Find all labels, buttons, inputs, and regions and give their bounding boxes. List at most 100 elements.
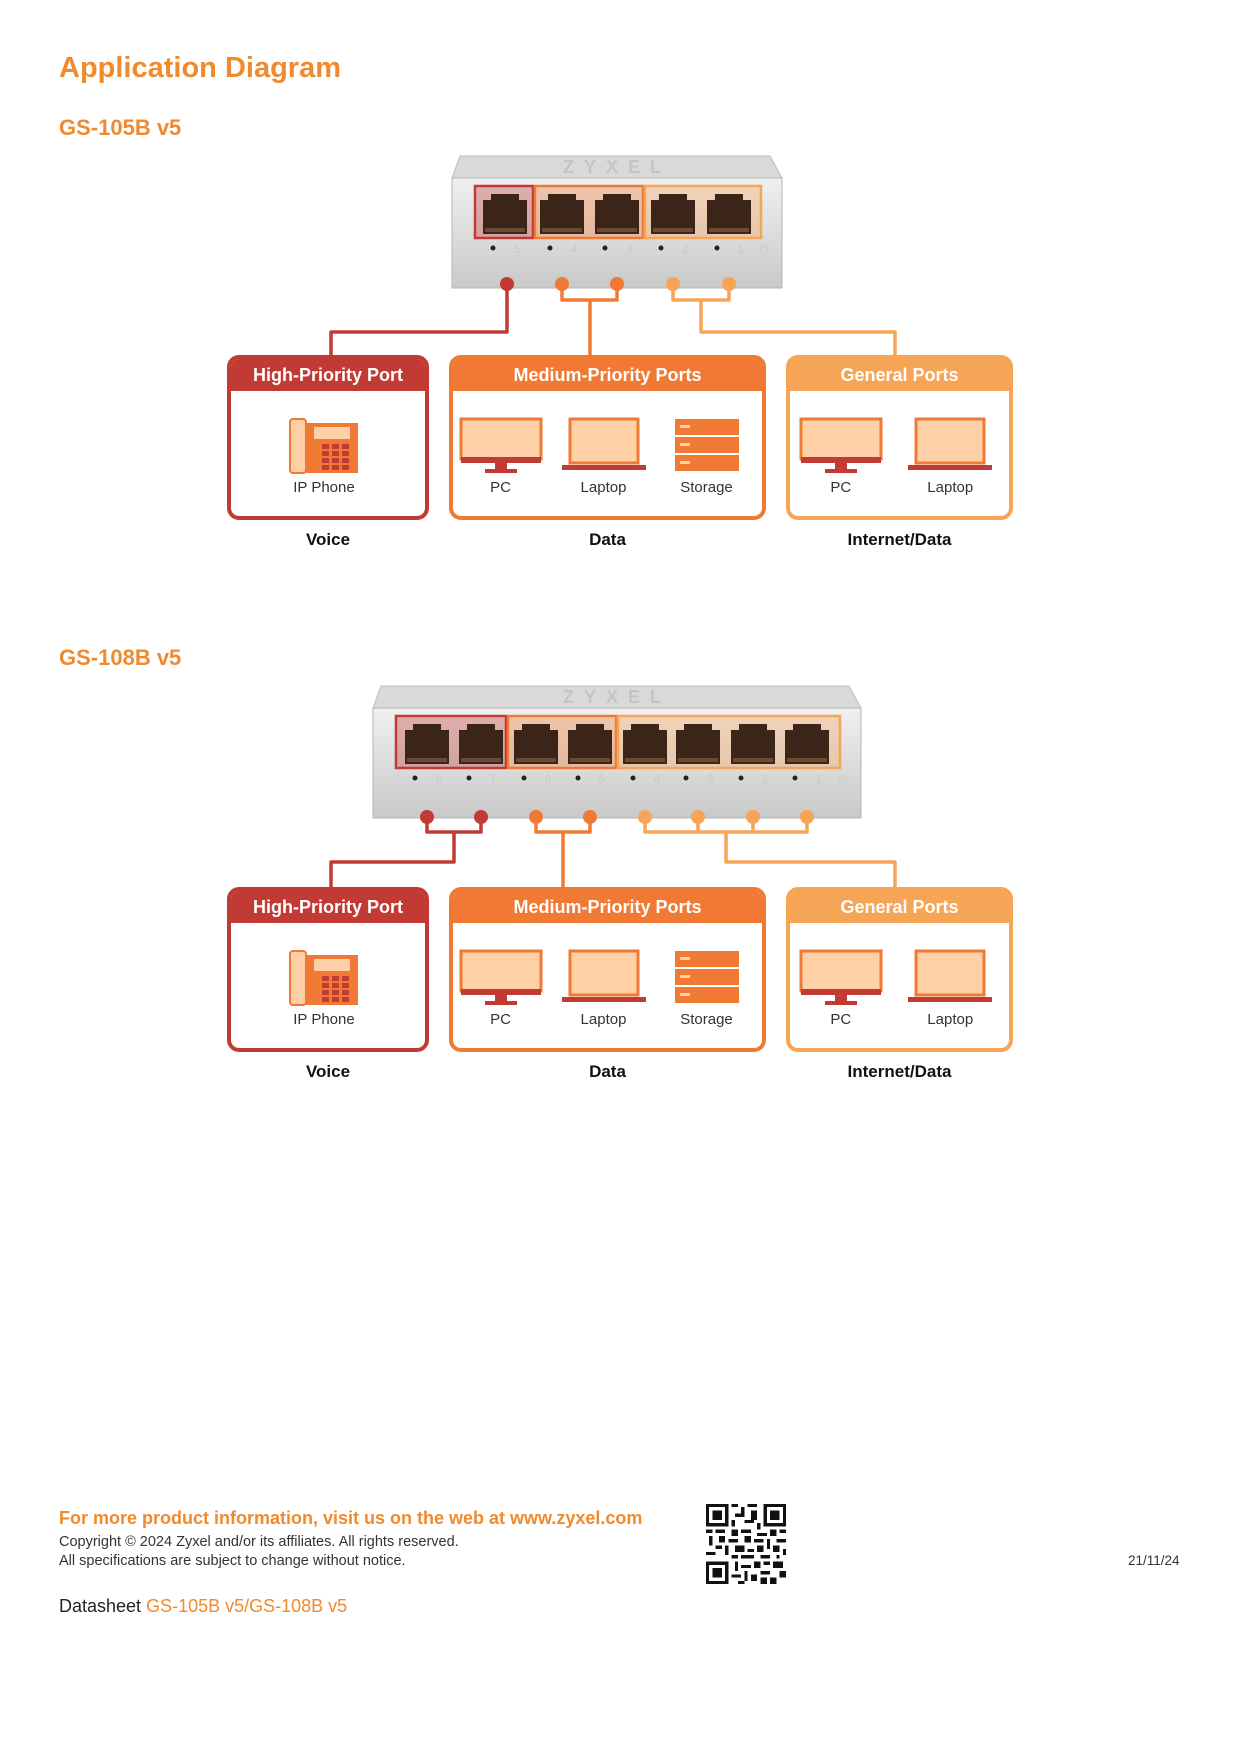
- ethernet-port-icon: 6: [514, 724, 558, 786]
- device-label: IP Phone: [293, 1011, 355, 1028]
- device-item: IP Phone: [279, 417, 369, 496]
- port-number-label: 3: [707, 772, 714, 786]
- port-number-label: 5: [514, 242, 521, 256]
- device-label: Laptop: [927, 1011, 974, 1028]
- port-number-label: 7: [490, 772, 497, 786]
- connection-line: [529, 810, 597, 892]
- connection-line: [666, 277, 897, 360]
- pc-icon: [796, 949, 886, 1007]
- pc-icon: [456, 417, 546, 475]
- power-icon: ⏻: [838, 772, 848, 786]
- datasheet-label: Datasheet: [59, 1596, 142, 1616]
- port-group-header: General Ports: [790, 891, 1009, 923]
- group-caption: Voice: [305, 1062, 351, 1081]
- datasheet-footer: Datasheet GS-105B v5/GS-108B v5: [59, 1596, 347, 1617]
- ethernet-port-icon: 2: [731, 724, 775, 786]
- ethernet-port-icon: 7: [459, 724, 503, 786]
- ethernet-port-icon: 3: [595, 194, 639, 256]
- port-number-label: 4: [654, 772, 661, 786]
- device-item: IP Phone: [279, 949, 369, 1028]
- device-item: PC: [796, 417, 886, 496]
- device-label: PC: [490, 1011, 511, 1028]
- device-item: Laptop: [905, 949, 995, 1028]
- footer-website-link[interactable]: For more product information, visit us o…: [59, 1508, 643, 1528]
- port-number-label: 6: [545, 772, 552, 786]
- ethernet-port-icon: 3: [676, 724, 720, 786]
- port-number-label: 4: [571, 242, 578, 256]
- ip-phone-icon: [279, 417, 369, 475]
- port-number-label: 2: [682, 242, 689, 256]
- ip-phone-icon: [279, 949, 369, 1007]
- device-label: Laptop: [927, 479, 974, 496]
- footer-copyright: Copyright © 2024 Zyxel and/or its affili…: [59, 1534, 459, 1550]
- device-item: PC: [456, 417, 546, 496]
- device-label: Laptop: [580, 1011, 627, 1028]
- pc-icon: [456, 949, 546, 1007]
- port-group-box: High-Priority Port IP Phone: [227, 355, 429, 520]
- device-item: Laptop: [905, 417, 995, 496]
- port-number-label: 3: [626, 242, 633, 256]
- group-caption: Voice: [305, 530, 351, 549]
- port-number-label: 8: [436, 772, 443, 786]
- storage-icon: [662, 949, 752, 1007]
- device-item: Laptop: [559, 417, 649, 496]
- device-item: Laptop: [559, 949, 649, 1028]
- storage-icon: [662, 417, 752, 475]
- footer-notice: All specifications are subject to change…: [59, 1553, 406, 1569]
- connection-line: [638, 810, 897, 892]
- connection-line: [555, 277, 624, 360]
- group-caption: Internet/Data: [847, 530, 952, 549]
- device-item: Storage: [662, 949, 752, 1028]
- laptop-icon: [905, 417, 995, 475]
- port-number-label: 1: [816, 772, 823, 786]
- group-caption: Internet/Data: [847, 1062, 952, 1081]
- device-label: Storage: [680, 479, 733, 496]
- port-group-header: Medium-Priority Ports: [453, 359, 762, 391]
- ethernet-port-icon: 5: [568, 724, 612, 786]
- device-label: IP Phone: [293, 479, 355, 496]
- device-item: Storage: [662, 417, 752, 496]
- section-title-gs105b: GS-105B v5: [59, 115, 182, 140]
- ethernet-port-icon: 4: [540, 194, 584, 256]
- ethernet-port-icon: 8: [405, 724, 449, 786]
- ethernet-port-icon: 5: [483, 194, 527, 256]
- ethernet-port-icon: 2: [651, 194, 695, 256]
- port-number-label: 2: [762, 772, 769, 786]
- port-group-header: General Ports: [790, 359, 1009, 391]
- laptop-icon: [559, 417, 649, 475]
- datasheet-models: GS-105B v5/GS-108B v5: [146, 1596, 348, 1616]
- connection-line: [329, 277, 514, 360]
- device-label: PC: [490, 479, 511, 496]
- device-item: PC: [456, 949, 546, 1028]
- pc-icon: [796, 417, 886, 475]
- connection-line: [329, 810, 488, 892]
- ethernet-port-icon: 4: [623, 724, 667, 786]
- device-label: Laptop: [580, 479, 627, 496]
- device-item: PC: [796, 949, 886, 1028]
- ethernet-port-icon: 1: [707, 194, 751, 256]
- device-label: Storage: [680, 1011, 733, 1028]
- ethernet-port-icon: 1: [785, 724, 829, 786]
- device-label: PC: [830, 479, 852, 496]
- page-title: Application Diagram: [59, 52, 341, 84]
- qr-code-icon: [706, 1504, 786, 1589]
- group-caption: Data: [589, 530, 626, 549]
- power-icon: ⏻: [759, 242, 769, 256]
- device-label: PC: [830, 1011, 852, 1028]
- group-caption: Data: [589, 1062, 626, 1081]
- port-number-label: 5: [599, 772, 606, 786]
- port-group-header: High-Priority Port: [231, 359, 425, 391]
- port-group-header: High-Priority Port: [231, 891, 425, 923]
- section-title-gs108b: GS-108B v5: [59, 645, 182, 670]
- port-group-box: High-Priority Port IP Phone: [227, 887, 429, 1052]
- laptop-icon: [559, 949, 649, 1007]
- port-number-label: 1: [738, 242, 745, 256]
